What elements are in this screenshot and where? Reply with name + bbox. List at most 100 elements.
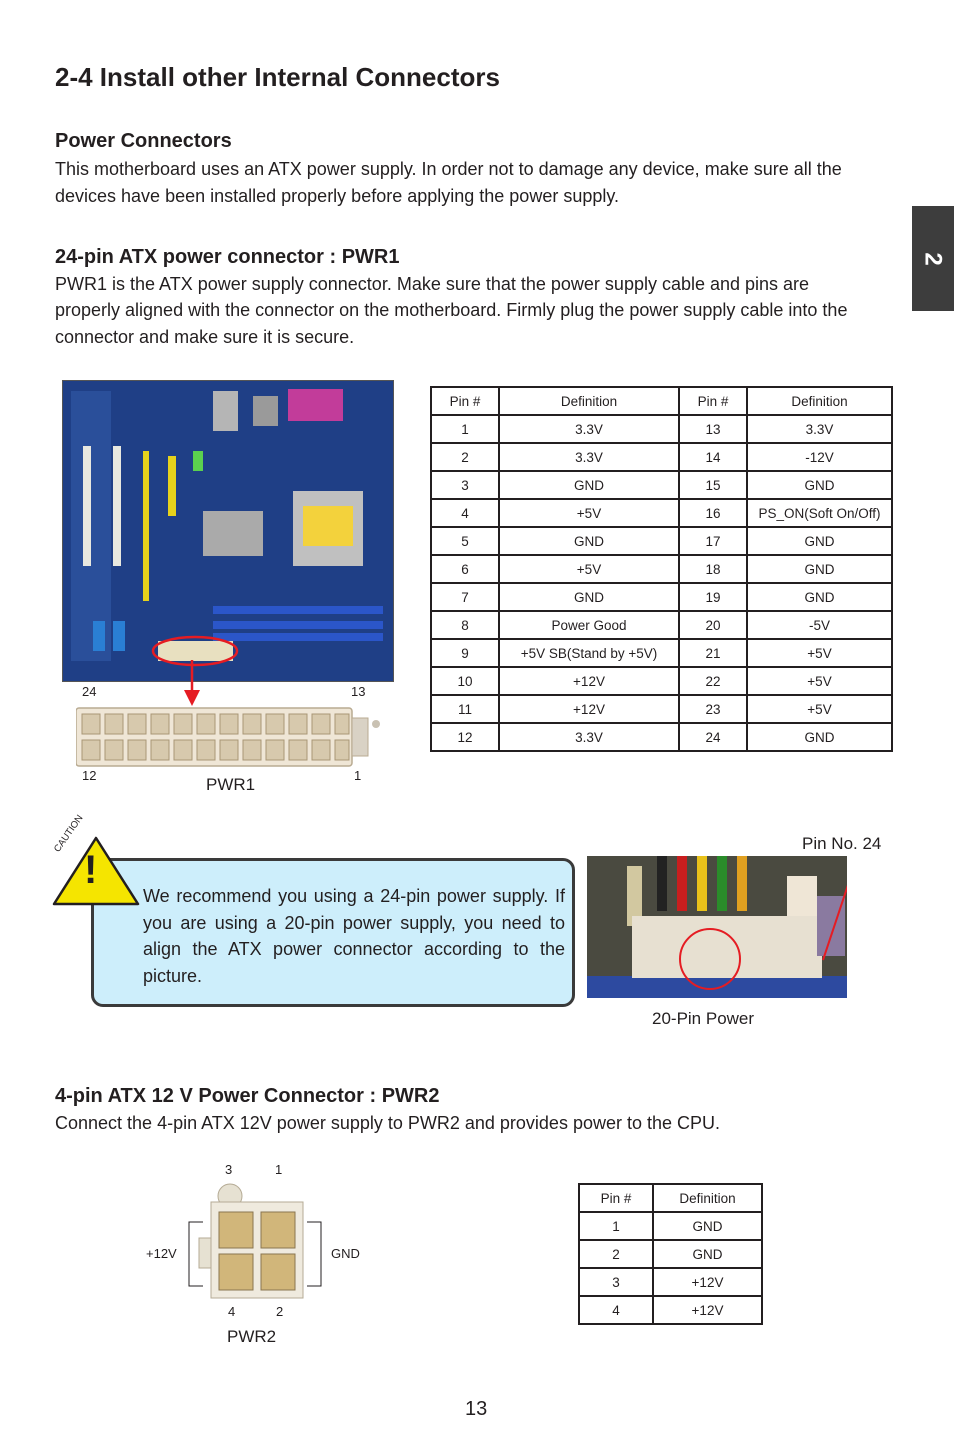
caution-box — [91, 858, 575, 1007]
cell: 17 — [678, 526, 748, 556]
table-row: 3+12V — [578, 1267, 763, 1297]
page-title: 2-4 Install other Internal Connectors — [55, 62, 500, 92]
pwr2-right-label: GND — [331, 1246, 360, 1261]
cell: GND — [498, 526, 680, 556]
pwr2-pin2-label: 2 — [276, 1304, 284, 1319]
cell: 3.3V — [746, 414, 893, 444]
cell: GND — [746, 470, 893, 500]
pwr2-pin4-label: 4 — [228, 1304, 236, 1319]
power-connectors-line2: devices have been installed properly bef… — [55, 186, 620, 206]
table-header: Pin # — [430, 386, 500, 416]
pwr2-pin3-label: 3 — [225, 1162, 233, 1177]
caution-mark: ! — [84, 848, 98, 892]
cell: 3.3V — [498, 414, 680, 444]
cell: +5V — [746, 638, 893, 668]
pin-no-label: Pin No. 24 — [802, 834, 882, 853]
cell: PS_ON(Soft On/Off) — [746, 498, 893, 528]
pwr2-heading: 4-pin ATX 12 V Power Connector : PWR2 — [55, 1085, 440, 1107]
cell: 4 — [578, 1295, 654, 1325]
cell: -5V — [746, 610, 893, 640]
cell: 4 — [430, 498, 500, 528]
cell: 12 — [430, 722, 500, 752]
cell: 8 — [430, 610, 500, 640]
cell: +5V — [746, 666, 893, 696]
caution-icon — [52, 836, 140, 906]
cell: 6 — [430, 554, 500, 584]
cell: 1 — [430, 414, 500, 444]
cell: 22 — [678, 666, 748, 696]
table-row: 4+12V — [578, 1295, 763, 1325]
cell: 19 — [678, 582, 748, 612]
chapter-tab: 2 — [912, 206, 954, 311]
cell: 15 — [678, 470, 748, 500]
pwr1-name-label: PWR1 — [206, 775, 256, 794]
cell: GND — [498, 470, 680, 500]
cell: 24 — [678, 722, 748, 752]
cell: 18 — [678, 554, 748, 584]
cell: GND — [652, 1211, 763, 1241]
table-header: Definition — [498, 386, 680, 416]
page-number: 13 — [465, 1398, 488, 1420]
table-header: Pin # — [578, 1183, 654, 1213]
cell: +12V — [498, 666, 680, 696]
pin12-label: 12 — [82, 768, 97, 783]
cell: 2 — [578, 1239, 654, 1269]
pwr2-pin1-label: 1 — [275, 1162, 283, 1177]
pwr1-line1: PWR1 is the ATX power supply connector. … — [55, 274, 810, 294]
cell: +5V — [746, 694, 893, 724]
caution-text: We recommend you using a 24-pin power su… — [143, 886, 565, 986]
cell: 3 — [430, 470, 500, 500]
pwr2-left-label: +12V — [146, 1246, 177, 1261]
table-row: 9+5V SB(Stand by +5V)21+5V — [430, 638, 893, 668]
cell: 7 — [430, 582, 500, 612]
cell: 2 — [430, 442, 500, 472]
cell: 3.3V — [498, 722, 680, 752]
cell: 20 — [678, 610, 748, 640]
cell: 3.3V — [498, 442, 680, 472]
cell: -12V — [746, 442, 893, 472]
pwr1-heading: 24-pin ATX power connector : PWR1 — [55, 246, 400, 268]
pwr1-line2: properly aligned with the connector on t… — [55, 300, 848, 320]
chapter-number: 2 — [919, 251, 947, 266]
motherboard-image — [62, 380, 394, 682]
cell: +5V — [498, 554, 680, 584]
cell: 11 — [430, 694, 500, 724]
cell: 23 — [678, 694, 748, 724]
cell: GND — [652, 1239, 763, 1269]
cell: 14 — [678, 442, 748, 472]
pin1-label: 1 — [354, 768, 362, 783]
cell: GND — [746, 526, 893, 556]
cell: +12V — [652, 1267, 763, 1297]
cell: GND — [498, 582, 680, 612]
cell: 13 — [678, 414, 748, 444]
cell: GND — [746, 722, 893, 752]
table-header: Pin # — [678, 386, 748, 416]
table-header-row: Pin # Definition — [578, 1183, 763, 1213]
cell: 1 — [578, 1211, 654, 1241]
cell: Power Good — [498, 610, 680, 640]
arrow-indicator — [184, 660, 200, 706]
power-connectors-heading: Power Connectors — [55, 130, 232, 152]
pin13-label: 13 — [351, 684, 366, 699]
pwr1-line3: connector and make sure it is secure. — [55, 327, 355, 347]
pwr1-connector-diagram — [75, 706, 388, 768]
cell: 9 — [430, 638, 500, 668]
cell: 3 — [578, 1267, 654, 1297]
cell: +5V — [498, 498, 680, 528]
cell: 21 — [678, 638, 748, 668]
pwr2-text: Connect the 4-pin ATX 12V power supply t… — [55, 1113, 721, 1133]
twenty-pin-photo — [587, 856, 856, 998]
cell: GND — [746, 582, 893, 612]
